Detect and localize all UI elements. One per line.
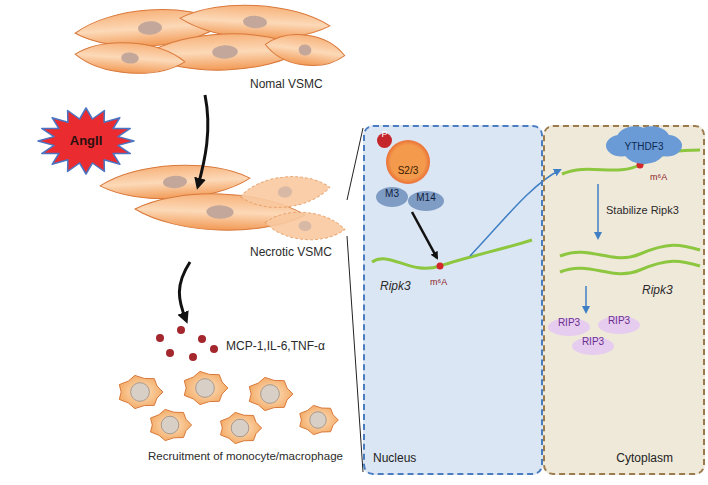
monocyte-body <box>151 409 192 440</box>
protein-oval: M3 <box>376 187 408 207</box>
monocyte-nucleus <box>131 383 150 402</box>
reader-cloud: YTHDF3 <box>606 128 682 160</box>
node-label: YTHDF3 <box>625 141 664 152</box>
cell-body <box>263 30 346 71</box>
monocyte-body <box>221 412 262 443</box>
node-label: P <box>381 130 387 140</box>
vsmc-cell <box>74 39 186 77</box>
compartment-region: Nucleus S2/3 P M3 M14 <box>363 125 543 475</box>
monocyte-body <box>249 377 293 410</box>
monocyte-body <box>119 375 163 408</box>
nucleus-ground <box>363 125 543 475</box>
monocyte-body <box>184 371 228 404</box>
cell-nucleus <box>163 175 188 189</box>
node-label: RIP3 <box>582 336 604 347</box>
node-label: M14 <box>416 192 435 203</box>
export-arrow <box>470 170 560 256</box>
m6a-dot <box>437 263 444 270</box>
stage-label: Necrotic VSMC <box>250 246 332 260</box>
node-label: S2/3 <box>398 165 419 176</box>
process-label: Stabilize Ripk3 <box>606 204 679 217</box>
protein-oval: RIP3 <box>548 318 590 336</box>
monocyte <box>151 409 192 440</box>
flow-arrow <box>179 262 190 320</box>
cytokine-label: MCP-1,IL-6,TNF-α <box>226 340 325 354</box>
cells <box>74 2 347 444</box>
compartment-region: CytoplasmYTHDF3RIP3RIP3RIP3 <box>543 125 705 475</box>
monocyte-body <box>300 405 339 434</box>
monocyte <box>119 375 163 408</box>
cell-body <box>239 172 332 211</box>
node-label: RIP3 <box>608 315 630 326</box>
gene-label: Ripk3 <box>642 284 673 298</box>
modification-label: m⁶A <box>430 277 447 287</box>
cloud-lobe <box>623 134 666 164</box>
flow-arrow <box>198 95 208 186</box>
cell-nucleus <box>121 52 139 64</box>
stimulus-star: AngII <box>38 108 134 174</box>
cell-nucleus <box>277 186 292 199</box>
cytokine-dots <box>156 326 218 361</box>
node-label: RIP3 <box>558 317 580 328</box>
mrna <box>372 240 532 268</box>
zoom-line <box>347 128 363 200</box>
modification-label: m⁶A <box>650 172 667 182</box>
star-outline <box>38 108 134 174</box>
cell-nucleus <box>298 44 312 57</box>
node-label: M3 <box>385 188 399 199</box>
monocyte <box>249 377 293 410</box>
methylation-arrow <box>412 212 437 258</box>
cell-nucleus <box>206 205 234 219</box>
monocyte-nucleus <box>261 385 280 404</box>
stabilize-arrow <box>597 184 599 238</box>
protein-circle: P <box>377 133 392 148</box>
cell-body <box>74 39 186 77</box>
cell-nucleus <box>298 220 312 231</box>
mrna <box>560 261 700 273</box>
necrotic-cell <box>239 172 332 211</box>
vsmc-cell <box>263 30 346 71</box>
monocyte-nucleus <box>161 416 179 434</box>
protein-oval: M14 <box>408 191 444 211</box>
stage-label: Recruitment of monocyte/macrophage <box>148 450 343 463</box>
monocyte <box>300 405 339 434</box>
region-label: Cytoplasm <box>616 452 673 465</box>
monocyte <box>221 412 262 443</box>
cell-nucleus <box>138 20 163 35</box>
protein-circle: S2/3 <box>386 140 430 184</box>
gene-label: Ripk3 <box>380 280 411 294</box>
monocyte-nucleus <box>310 412 327 429</box>
monocyte-nucleus <box>231 419 249 437</box>
translation-arrow <box>585 286 587 312</box>
cytoplasm-ground <box>543 125 705 475</box>
stage-label: Nomal VSMC <box>250 78 323 92</box>
cell-nucleus <box>243 15 268 29</box>
monocyte <box>184 371 228 404</box>
cell-nucleus <box>212 45 238 59</box>
zoom-line <box>347 236 363 472</box>
region-label: Nucleus <box>373 452 416 465</box>
node-label: AngII <box>70 134 103 148</box>
necrotic-cell <box>264 209 346 243</box>
protein-oval: RIP3 <box>572 337 614 355</box>
mrna <box>560 245 700 257</box>
cell-body <box>264 209 346 243</box>
monocyte-nucleus <box>196 379 215 398</box>
protein-oval: RIP3 <box>598 316 640 334</box>
